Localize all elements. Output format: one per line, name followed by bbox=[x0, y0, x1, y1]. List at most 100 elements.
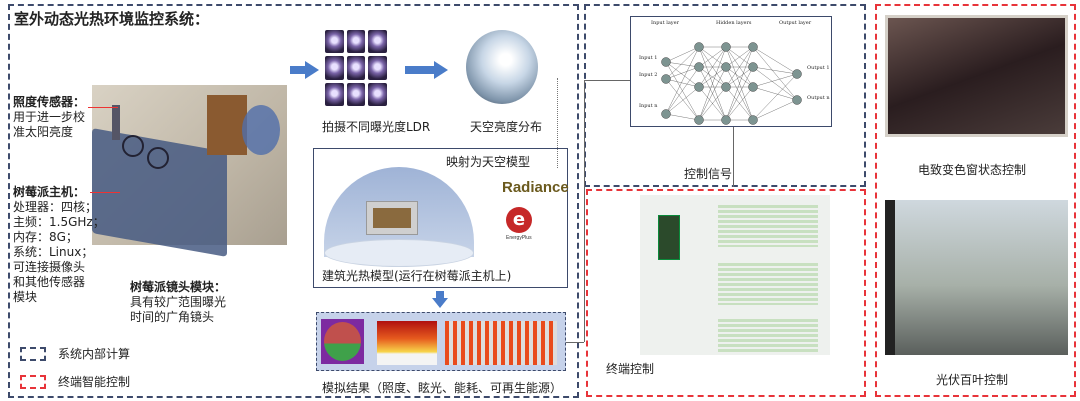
input-label: Input 2 bbox=[639, 72, 658, 78]
raspberry-pi-photo bbox=[92, 85, 287, 257]
camera-desc: 树莓派镜头模块： 具有较广范围曝光 时间的广角镜头 bbox=[130, 280, 227, 324]
nn-node bbox=[694, 82, 704, 92]
pv-label: 光伏百叶控制 bbox=[936, 373, 1009, 387]
nn-edge bbox=[665, 61, 700, 121]
flow-arrow bbox=[405, 66, 435, 74]
nn-edge bbox=[665, 78, 700, 121]
system-internal-frame bbox=[8, 4, 579, 398]
nn-node bbox=[721, 42, 731, 52]
ldr-thumbnail bbox=[346, 56, 366, 80]
flow-arrow bbox=[290, 66, 306, 74]
terminal-frame bbox=[586, 189, 866, 397]
nn-edge bbox=[725, 46, 754, 88]
fisheye-sky-image bbox=[466, 30, 538, 104]
nn-edge bbox=[698, 46, 727, 88]
nn-edge bbox=[752, 73, 798, 121]
control-signal-label: 控制信号 bbox=[684, 167, 733, 181]
terminal-controller-image bbox=[640, 195, 830, 355]
pv-louver-photo bbox=[885, 200, 1068, 355]
nn-edge bbox=[665, 66, 700, 80]
nn-edge bbox=[665, 66, 700, 115]
model-label: 建筑光热模型(运行在树莓派主机上) bbox=[322, 269, 512, 283]
nn-node bbox=[792, 95, 802, 105]
dotted-connector bbox=[557, 78, 558, 168]
nn-edge bbox=[665, 86, 700, 115]
nn-node bbox=[748, 62, 758, 72]
legend-terminal-label: 终端智能控制 bbox=[58, 375, 131, 389]
terminal-label: 终端控制 bbox=[606, 362, 655, 376]
legend-swatch-terminal bbox=[20, 375, 46, 389]
output-label: Output 1 bbox=[807, 65, 830, 71]
nn-node bbox=[748, 82, 758, 92]
sensor-desc: 照度传感器： 用于进一步校 准太阳亮度 bbox=[13, 95, 86, 139]
input-layer-label: Input layer bbox=[651, 20, 679, 26]
glare-map bbox=[377, 321, 437, 365]
nn-node bbox=[694, 115, 704, 125]
input-label: Input 1 bbox=[639, 55, 658, 61]
flow-arrow-head bbox=[432, 298, 448, 308]
ldr-images bbox=[325, 30, 387, 106]
ldr-thumbnail bbox=[368, 56, 387, 80]
nn-edge bbox=[698, 86, 727, 121]
nn-node bbox=[792, 69, 802, 79]
electrochromic-window-photo bbox=[885, 15, 1068, 137]
hidden-layers-label: Hidden layers bbox=[716, 20, 752, 26]
nn-edge bbox=[665, 46, 700, 80]
flow-arrow bbox=[436, 291, 444, 299]
legend-swatch-internal bbox=[20, 347, 46, 361]
ldr-thumbnail bbox=[368, 82, 387, 106]
flow-arrow-head bbox=[305, 61, 319, 79]
nn-edge bbox=[752, 66, 798, 75]
dome-base bbox=[324, 239, 474, 267]
nn-edge bbox=[665, 78, 700, 88]
energy-chart bbox=[445, 321, 557, 365]
nn-frame bbox=[584, 4, 866, 187]
output-label: Output n bbox=[807, 95, 830, 101]
pointer-line bbox=[90, 192, 120, 193]
connector-line bbox=[733, 127, 734, 187]
nn-edge bbox=[752, 99, 798, 121]
nn-node bbox=[748, 42, 758, 52]
nn-node bbox=[661, 74, 671, 84]
host-desc: 树莓派主机： 处理器：四核；主频：1.5GHz； 内存：8G；系统：Linux；… bbox=[13, 185, 105, 304]
nn-node bbox=[721, 115, 731, 125]
ldr-thumbnail bbox=[325, 30, 344, 54]
nn-node bbox=[661, 109, 671, 119]
nn-edge bbox=[752, 86, 798, 101]
radiance-logo: Radiance bbox=[502, 179, 569, 196]
ldr-label: 拍摄不同曝光度LDR bbox=[322, 120, 431, 134]
simulation-results-box bbox=[316, 312, 566, 371]
sky-label: 天空亮度分布 bbox=[470, 120, 543, 134]
building-model-box: 映射为天空模型 Radiance e EnergyPlus 建筑光热模型(运行在… bbox=[313, 148, 569, 288]
nn-edge bbox=[698, 46, 727, 121]
ldr-thumbnail bbox=[325, 56, 344, 80]
nn-edge bbox=[725, 46, 754, 121]
nn-edge bbox=[725, 66, 754, 121]
ec-label: 电致变色窗状态控制 bbox=[918, 163, 1027, 177]
ldr-thumbnail bbox=[325, 82, 344, 106]
map-label: 映射为天空模型 bbox=[446, 155, 531, 169]
energyplus-logo: e bbox=[506, 207, 532, 233]
ldr-thumbnail bbox=[346, 82, 366, 106]
ldr-thumbnail bbox=[346, 30, 366, 54]
output-layer-label: Output layer bbox=[779, 20, 812, 26]
nn-edge bbox=[665, 46, 700, 63]
ldr-thumbnail bbox=[368, 30, 387, 54]
nn-edge bbox=[665, 61, 700, 68]
simulation-label: 模拟结果（照度、眩光、能耗、可再生能源） bbox=[322, 381, 563, 395]
nn-node bbox=[661, 57, 671, 67]
nn-edge bbox=[698, 66, 727, 121]
page-title: 室外动态光热环境监控系统： bbox=[14, 10, 210, 28]
nn-node bbox=[694, 62, 704, 72]
nn-node bbox=[721, 82, 731, 92]
nn-node bbox=[721, 62, 731, 72]
neural-network-diagram: Input layer Hidden layers Output layer I… bbox=[630, 16, 832, 127]
nn-edge bbox=[698, 46, 727, 68]
pointer-line bbox=[88, 107, 118, 108]
flow-arrow-head bbox=[434, 61, 448, 79]
energyplus-wordmark: EnergyPlus bbox=[506, 235, 532, 241]
nn-node bbox=[748, 115, 758, 125]
room-model bbox=[366, 201, 418, 235]
input-label: Input n bbox=[639, 103, 658, 109]
connector-line bbox=[584, 80, 630, 81]
